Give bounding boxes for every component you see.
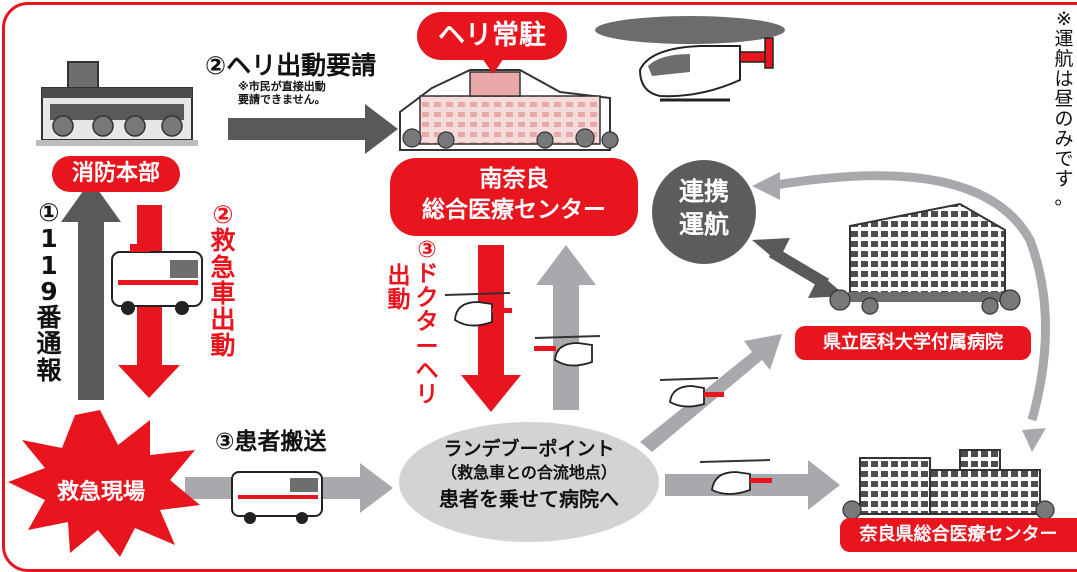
doctor-heli-dispatch-label-2: 出動 (387, 263, 411, 314)
return-arrow (536, 245, 596, 410)
fire-hq-label: 消防本部 (52, 156, 180, 192)
scene-starburst-icon (8, 410, 200, 557)
fire-hq-building-icon (36, 61, 198, 146)
univ-hospital-building-icon (829, 202, 1021, 315)
south-nara-building-icon (399, 69, 619, 151)
heli-base-bubble: ヘリ常駐 (417, 12, 567, 60)
helicopter-small-icon-2 (534, 335, 601, 367)
south-nara-label: 南奈良 総合医療センター (390, 158, 638, 236)
helicopter-small-icon-4 (699, 459, 772, 495)
to-nara-general-arrow (665, 460, 840, 510)
call-119-arrow (61, 180, 121, 400)
daytime-note: ※運航 は昼の みです 。 (1054, 8, 1074, 210)
rendezvous-label: ランデブーポイント （救急車との合流地点） 患者を乗せて病院へ (439, 438, 619, 512)
coordination-curve-arrow (769, 171, 1050, 422)
heli-request-arrow (228, 104, 398, 154)
heli-request-label: ②ヘリ出動要請 (205, 51, 377, 80)
coordination-double-arrow (752, 238, 846, 298)
nara-general-building-icon (842, 449, 1055, 520)
heli-request-note: ※市民が直接出動 要請できません。 (238, 80, 326, 107)
univ-hospital-label: 県立医科大学付属病院 (795, 326, 1031, 360)
coordination-label: 連携 運航 (678, 177, 729, 239)
helicopter-small-icon-1 (444, 292, 512, 327)
ambulance-icon-2 (231, 471, 323, 524)
heli-base-bubble-tail (482, 58, 504, 74)
helicopter-large-icon (595, 16, 785, 102)
nara-general-label: 奈良県総合医療センター (840, 518, 1077, 552)
diagram-graphics (8, 16, 1055, 557)
scene-label: 救急現場 (56, 480, 145, 505)
rendezvous-ellipse (399, 422, 659, 542)
doctor-heli-dispatch-arrow (461, 245, 521, 412)
ambulance-icon (111, 244, 203, 315)
coordination-circle (652, 160, 756, 264)
helicopter-small-icon-3 (659, 377, 724, 408)
transport-label: ③患者搬送 (215, 429, 327, 455)
